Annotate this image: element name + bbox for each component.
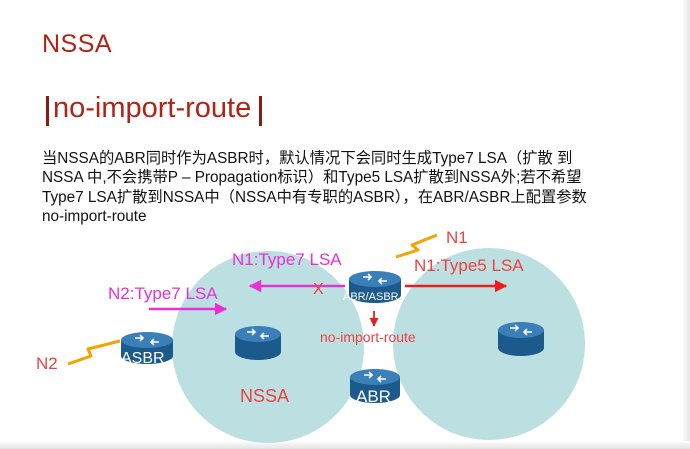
body-line-3: Type7 LSA扩散到NSSA中（NSSA中有专职的ASBR），在ABR/AS…: [42, 188, 587, 206]
label-asbr: ASBR: [121, 350, 165, 367]
subtitle-right-bar: [259, 96, 262, 126]
subtitle: no-import-route: [53, 92, 252, 124]
label-n1-type5: N1:Type5 LSA: [414, 256, 524, 275]
body-line-1: 当NSSA的ABR同时作为ASBR时，默认情况下会同时生成Type7 LSA（扩…: [42, 150, 573, 167]
slide-right-edge: [682, 0, 690, 449]
label-no-import-route: no-import-route: [320, 329, 416, 345]
router-icon-abr: [350, 369, 400, 403]
label-n1-type7: N1:Type7 LSA: [232, 250, 342, 269]
slide-title: NSSA: [42, 30, 113, 58]
external-link-icon-n1: [395, 233, 438, 259]
label-n1: N1: [446, 228, 468, 247]
router-icon-abr-asbr: [349, 271, 401, 303]
label-n2: N2: [36, 354, 58, 373]
external-link-icon-n2: [67, 339, 121, 366]
subtitle-left-bar: [46, 96, 49, 126]
body-line-2: NSSA 中,不会携带P – Propagation标识）和Type5 LSA扩…: [42, 169, 582, 187]
body-line-4: no-import-route: [42, 207, 147, 225]
label-abr: ABR: [356, 387, 391, 406]
label-n2-type7: N2:Type7 LSA: [108, 284, 218, 303]
backbone-area: [393, 248, 585, 440]
label-blocked-x: X: [313, 281, 324, 298]
router-icon-asbr: [121, 332, 173, 364]
label-nssa: NSSA: [240, 386, 289, 406]
label-abr-asbr: ABR/ASBR: [343, 291, 399, 303]
body-paragraph: 当NSSA的ABR同时作为ASBR时，默认情况下会同时生成Type7 LSA（扩…: [42, 149, 672, 226]
router-icon-backbone: [498, 322, 544, 356]
router-icon-nssa: [235, 326, 281, 360]
slide-bottom-edge: [0, 441, 690, 449]
